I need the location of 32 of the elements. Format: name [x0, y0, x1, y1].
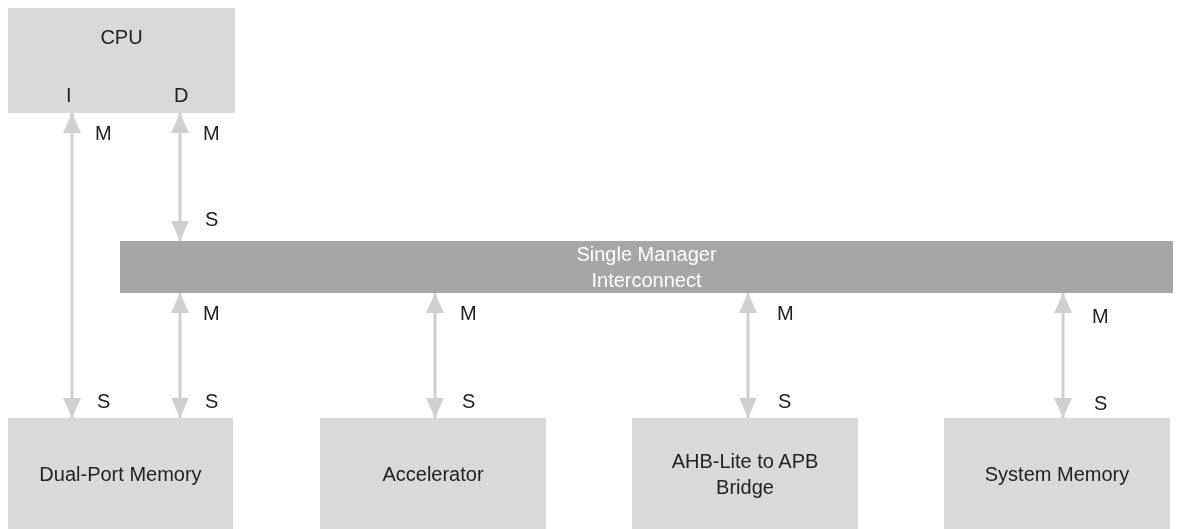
block-box	[944, 418, 1170, 529]
block-box	[320, 418, 546, 529]
interconnect-bar	[120, 241, 1173, 293]
port-role-label: S	[97, 390, 111, 413]
double-arrow	[426, 293, 444, 418]
block-label: Single Manager Interconnect	[575, 242, 718, 293]
block-label: CPU	[100, 26, 143, 49]
double-arrow	[171, 113, 189, 241]
block-label: AHB-Lite to APB Bridge	[670, 448, 820, 500]
double-arrow	[171, 293, 189, 418]
port-role-label: S	[778, 390, 792, 413]
port-role-label: M	[95, 122, 112, 145]
port-role-label: M	[1092, 305, 1109, 328]
block-label: Dual-Port Memory	[39, 461, 202, 487]
block-box	[632, 418, 858, 529]
port-role-label: S	[1094, 392, 1108, 415]
block-label: System Memory	[984, 461, 1130, 487]
port-role-label: M	[460, 302, 477, 325]
block-box	[8, 8, 235, 113]
port-role-label: M	[203, 302, 220, 325]
double-arrow	[1054, 293, 1072, 418]
port-name: D	[174, 84, 189, 107]
port-role-label: M	[777, 302, 794, 325]
port-role-label: S	[205, 390, 219, 413]
block-label: Accelerator	[382, 461, 484, 487]
port-name: I	[66, 84, 72, 107]
port-role-label: S	[205, 208, 219, 231]
double-arrow	[63, 113, 81, 418]
block-box	[8, 418, 233, 529]
double-arrow	[739, 293, 757, 418]
port-role-label: S	[462, 390, 476, 413]
port-role-label: M	[203, 122, 220, 145]
